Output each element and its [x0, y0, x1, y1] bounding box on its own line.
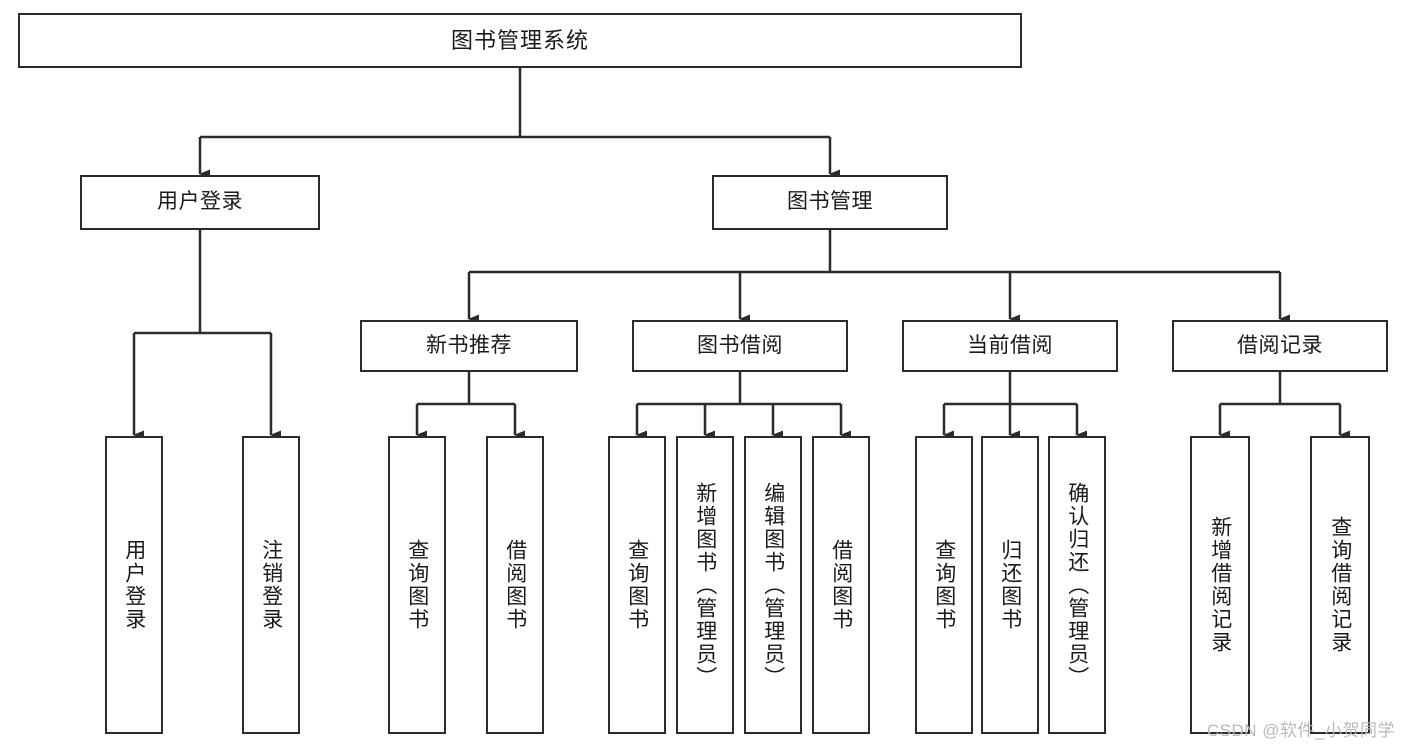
node-label: 确认归还（管理员） — [1065, 481, 1089, 689]
node-leaf-add-book[interactable]: 新增图书（管理员） — [676, 436, 734, 734]
node-leaf-query-book-2[interactable]: 查询图书 — [608, 436, 666, 734]
node-label: 查询图书 — [625, 539, 649, 631]
node-label: 新书推荐 — [426, 333, 512, 357]
node-label: 借阅图书 — [829, 539, 853, 631]
node-leaf-user-login[interactable]: 用户登录 — [105, 436, 163, 734]
node-label: 图书管理 — [787, 190, 873, 214]
node-leaf-borrow-book-2[interactable]: 借阅图书 — [812, 436, 870, 734]
node-label: 编辑图书（管理员） — [761, 481, 785, 689]
node-login[interactable]: 用户登录 — [80, 175, 320, 230]
node-label: 查询图书 — [932, 539, 956, 631]
node-leaf-user-logout[interactable]: 注销登录 — [242, 436, 300, 734]
node-root[interactable]: 图书管理系统 — [18, 13, 1022, 68]
node-label: 图书借阅 — [697, 333, 783, 357]
node-leaf-query-book-1[interactable]: 查询图书 — [388, 436, 446, 734]
node-label: 用户登录 — [157, 190, 243, 214]
node-label: 当前借阅 — [967, 333, 1053, 357]
node-label: 新增借阅记录 — [1208, 516, 1232, 654]
node-current[interactable]: 当前借阅 — [902, 320, 1118, 372]
node-leaf-query-record[interactable]: 查询借阅记录 — [1310, 436, 1370, 734]
node-leaf-return-book[interactable]: 归还图书 — [981, 436, 1039, 734]
node-borrow[interactable]: 图书借阅 — [632, 320, 848, 372]
node-record[interactable]: 借阅记录 — [1172, 320, 1388, 372]
node-leaf-query-book-3[interactable]: 查询图书 — [915, 436, 973, 734]
node-label: 用户登录 — [122, 539, 146, 631]
node-bookmgmt[interactable]: 图书管理 — [712, 175, 948, 230]
node-newbook[interactable]: 新书推荐 — [360, 320, 578, 372]
node-leaf-add-record[interactable]: 新增借阅记录 — [1190, 436, 1250, 734]
node-label: 查询图书 — [405, 539, 429, 631]
node-leaf-borrow-book-1[interactable]: 借阅图书 — [486, 436, 544, 734]
node-label: 新增图书（管理员） — [693, 481, 717, 689]
node-leaf-confirm-return[interactable]: 确认归还（管理员） — [1048, 436, 1106, 734]
node-label: 图书管理系统 — [450, 27, 589, 53]
node-label: 查询借阅记录 — [1328, 516, 1352, 654]
node-label: 注销登录 — [259, 539, 283, 631]
node-label: 借阅记录 — [1237, 333, 1323, 357]
node-leaf-edit-book[interactable]: 编辑图书（管理员） — [744, 436, 802, 734]
node-label: 归还图书 — [998, 539, 1022, 631]
node-label: 借阅图书 — [503, 539, 527, 631]
